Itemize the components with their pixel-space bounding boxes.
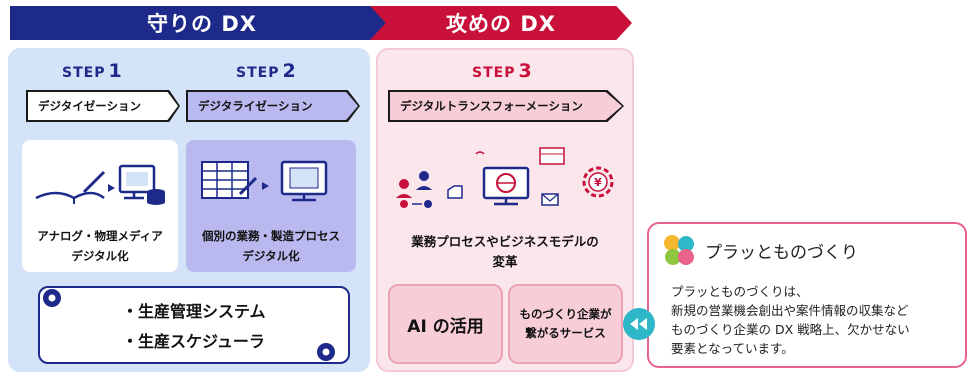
step1-caption-line1: アナログ・物理メディア bbox=[37, 229, 163, 243]
step3-chevron: デジタルトランスフォーメーション bbox=[388, 90, 624, 122]
gear-icon bbox=[317, 343, 335, 361]
systems-box: ・生産管理システム ・生産スケジューラ bbox=[38, 286, 350, 364]
gear-icon bbox=[43, 289, 61, 307]
step2-caption-line1: 個別の業務・製造プロセス bbox=[202, 229, 340, 243]
connected-service-line2: 繋がるサービス bbox=[525, 326, 606, 340]
network-transformation-icon: ¥ bbox=[396, 147, 614, 208]
rewind-arrow-icon bbox=[623, 308, 655, 340]
step1-title: デジタイゼーション bbox=[28, 92, 178, 120]
spreadsheet-to-pc-icon bbox=[201, 160, 328, 202]
offense-dx-banner: 攻めの DX bbox=[370, 6, 632, 40]
step2-caption-line2: デジタル化 bbox=[242, 249, 300, 263]
double-chevron-left-icon bbox=[630, 318, 647, 330]
connected-service-line1: ものづくり企業が bbox=[519, 307, 612, 321]
info-line: 要素となっています。 bbox=[671, 341, 794, 356]
step2-title: デジタライゼーション bbox=[188, 92, 358, 120]
info-body: プラッとものづくりは、 新規の営業機会創出や案件情報の収集など ものづくり企業の… bbox=[671, 282, 910, 358]
info-title: プラッとものづくり bbox=[705, 243, 858, 263]
step3-caption-line1: 業務プロセスやビジネスモデルの bbox=[411, 234, 599, 249]
step3-title: デジタルトランスフォーメーション bbox=[390, 92, 622, 120]
connected-service-box: ものづくり企業が 繋がるサービス bbox=[508, 284, 623, 364]
info-line: 新規の営業機会創出や案件情報の収集など bbox=[671, 303, 909, 318]
step2-chevron: デジタライゼーション bbox=[186, 90, 360, 122]
ai-usage-box: AI の活用 bbox=[388, 284, 503, 364]
step1-card: アナログ・物理メディア デジタル化 bbox=[22, 140, 178, 272]
production-scheduler: ・生産スケジューラ bbox=[122, 332, 265, 351]
platto-logo-icon bbox=[664, 235, 694, 265]
production-management-system: ・生産管理システム bbox=[122, 302, 266, 321]
defense-dx-banner: 守りの DX bbox=[10, 6, 394, 40]
info-line: プラッとものづくりは、 bbox=[671, 284, 809, 299]
platto-info-box: プラッとものづくり プラッとものづくりは、 新規の営業機会創出や案件情報の収集な… bbox=[647, 222, 967, 368]
info-line: ものづくり企業の DX 戦略上、欠かせない bbox=[671, 322, 910, 337]
ai-usage-label: AI の活用 bbox=[407, 316, 484, 337]
step1-chevron: デジタイゼーション bbox=[26, 90, 180, 122]
book-to-pc-icon bbox=[35, 164, 165, 205]
step1-caption-line2: デジタル化 bbox=[71, 249, 129, 263]
svg-text:¥: ¥ bbox=[594, 176, 602, 189]
step3-caption-line2: 変革 bbox=[492, 254, 518, 269]
step2-card: 個別の業務・製造プロセス デジタル化 bbox=[186, 140, 356, 272]
